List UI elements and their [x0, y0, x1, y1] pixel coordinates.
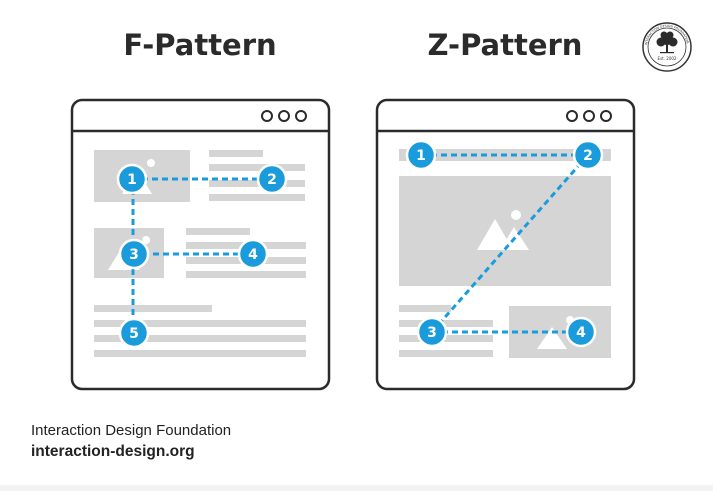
z-window-dot-2-icon — [583, 110, 595, 122]
f-marker-5: 5 — [118, 317, 150, 349]
f-pattern-title: F-Pattern — [123, 28, 277, 62]
svg-text:4: 4 — [576, 325, 586, 341]
f-marker-1: 1 — [116, 163, 148, 195]
f-text-block-1 — [209, 150, 305, 201]
z-marker-2: 2 — [572, 139, 604, 171]
f-window-dot-1-icon — [261, 110, 273, 122]
badge-est-text: Est. 2002 — [658, 56, 677, 61]
f-marker-3: 3 — [118, 238, 150, 270]
svg-text:3: 3 — [427, 325, 437, 341]
image-mountain-icon — [477, 219, 513, 250]
z-marker-4: 4 — [565, 316, 597, 348]
f-text-block-3 — [94, 305, 306, 357]
idf-logo-badge: INTERACTION DESIGN FOUNDATION Est. 2002 — [642, 22, 692, 72]
svg-text:5: 5 — [129, 326, 139, 342]
footer-credit: Interaction Design Foundation interactio… — [31, 420, 231, 462]
image-sun-icon — [511, 210, 521, 220]
z-text-block — [399, 305, 493, 357]
z-window-dot-3-icon — [600, 110, 612, 122]
tree-icon — [656, 31, 678, 54]
f-window-dot-3-icon — [295, 110, 307, 122]
svg-text:2: 2 — [583, 148, 593, 164]
z-pattern-title: Z-Pattern — [427, 28, 583, 62]
f-window-dot-2-icon — [278, 110, 290, 122]
svg-text:1: 1 — [416, 148, 426, 164]
f-marker-4: 4 — [237, 238, 269, 270]
f-marker-2: 2 — [256, 163, 288, 195]
z-marker-1: 1 — [405, 139, 437, 171]
z-scan-path — [421, 153, 590, 334]
f-scan-path — [131, 177, 272, 333]
image-sun-icon — [147, 159, 155, 167]
z-window-dot-1-icon — [566, 110, 578, 122]
badge-inner-ring — [647, 27, 687, 67]
svg-text:3: 3 — [129, 247, 139, 263]
footer-url: interaction-design.org — [31, 443, 195, 460]
image-mountain-icon — [537, 327, 567, 349]
bottom-edge-bar — [0, 485, 713, 491]
z-hero-image-placeholder — [399, 176, 611, 286]
svg-text:1: 1 — [127, 172, 137, 188]
z-pattern-browser-window: 1 2 3 4 — [375, 98, 636, 391]
svg-text:2: 2 — [267, 172, 277, 188]
image-sun-icon — [142, 236, 150, 244]
z-marker-3: 3 — [416, 316, 448, 348]
f-pattern-browser-window: 1 2 3 4 5 — [70, 98, 331, 391]
svg-text:4: 4 — [248, 247, 258, 263]
footer-org-name: Interaction Design Foundation — [31, 422, 232, 439]
